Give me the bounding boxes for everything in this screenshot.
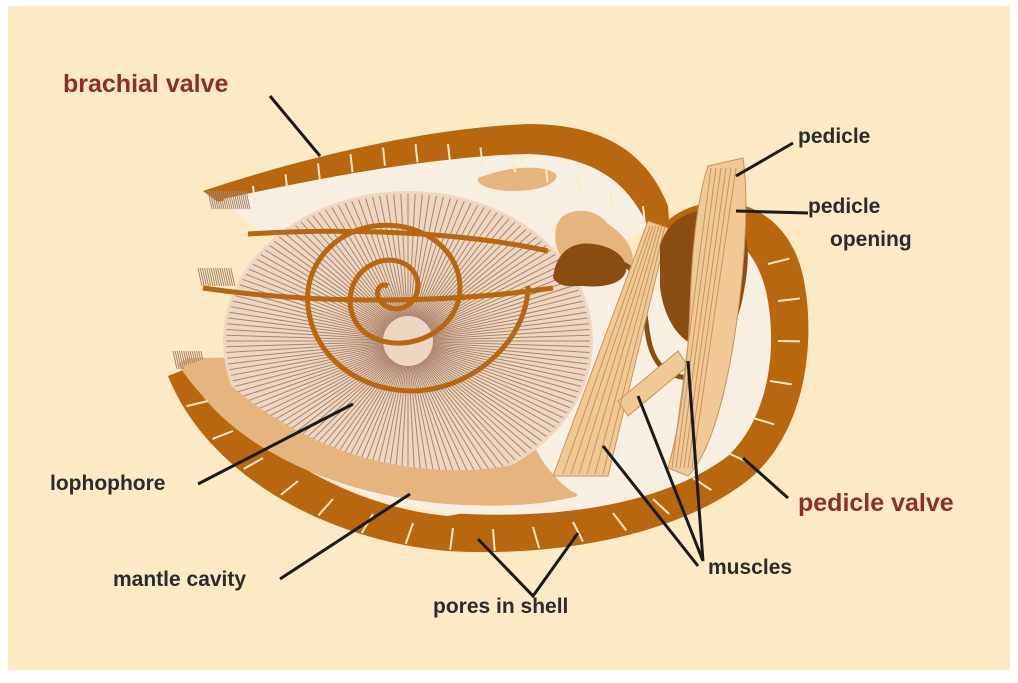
diagram-panel: brachial valve pedicle pedicle opening p… xyxy=(8,6,1010,670)
label-brachial-valve: brachial valve xyxy=(63,70,228,98)
leader-pedicle-opening xyxy=(736,211,808,213)
label-lophophore: lophophore xyxy=(50,472,165,495)
label-pedicle-opening-line1: pedicle xyxy=(808,195,880,218)
label-pedicle-opening-line2: opening xyxy=(830,228,912,251)
label-muscles: muscles xyxy=(708,556,792,579)
label-pedicle-valve: pedicle valve xyxy=(798,489,954,517)
label-pedicle: pedicle xyxy=(798,125,870,148)
label-pores-in-shell: pores in shell xyxy=(433,595,568,618)
label-mantle-cavity: mantle cavity xyxy=(113,568,246,591)
brachiopod-diagram: brachial valve pedicle pedicle opening p… xyxy=(8,6,1010,670)
